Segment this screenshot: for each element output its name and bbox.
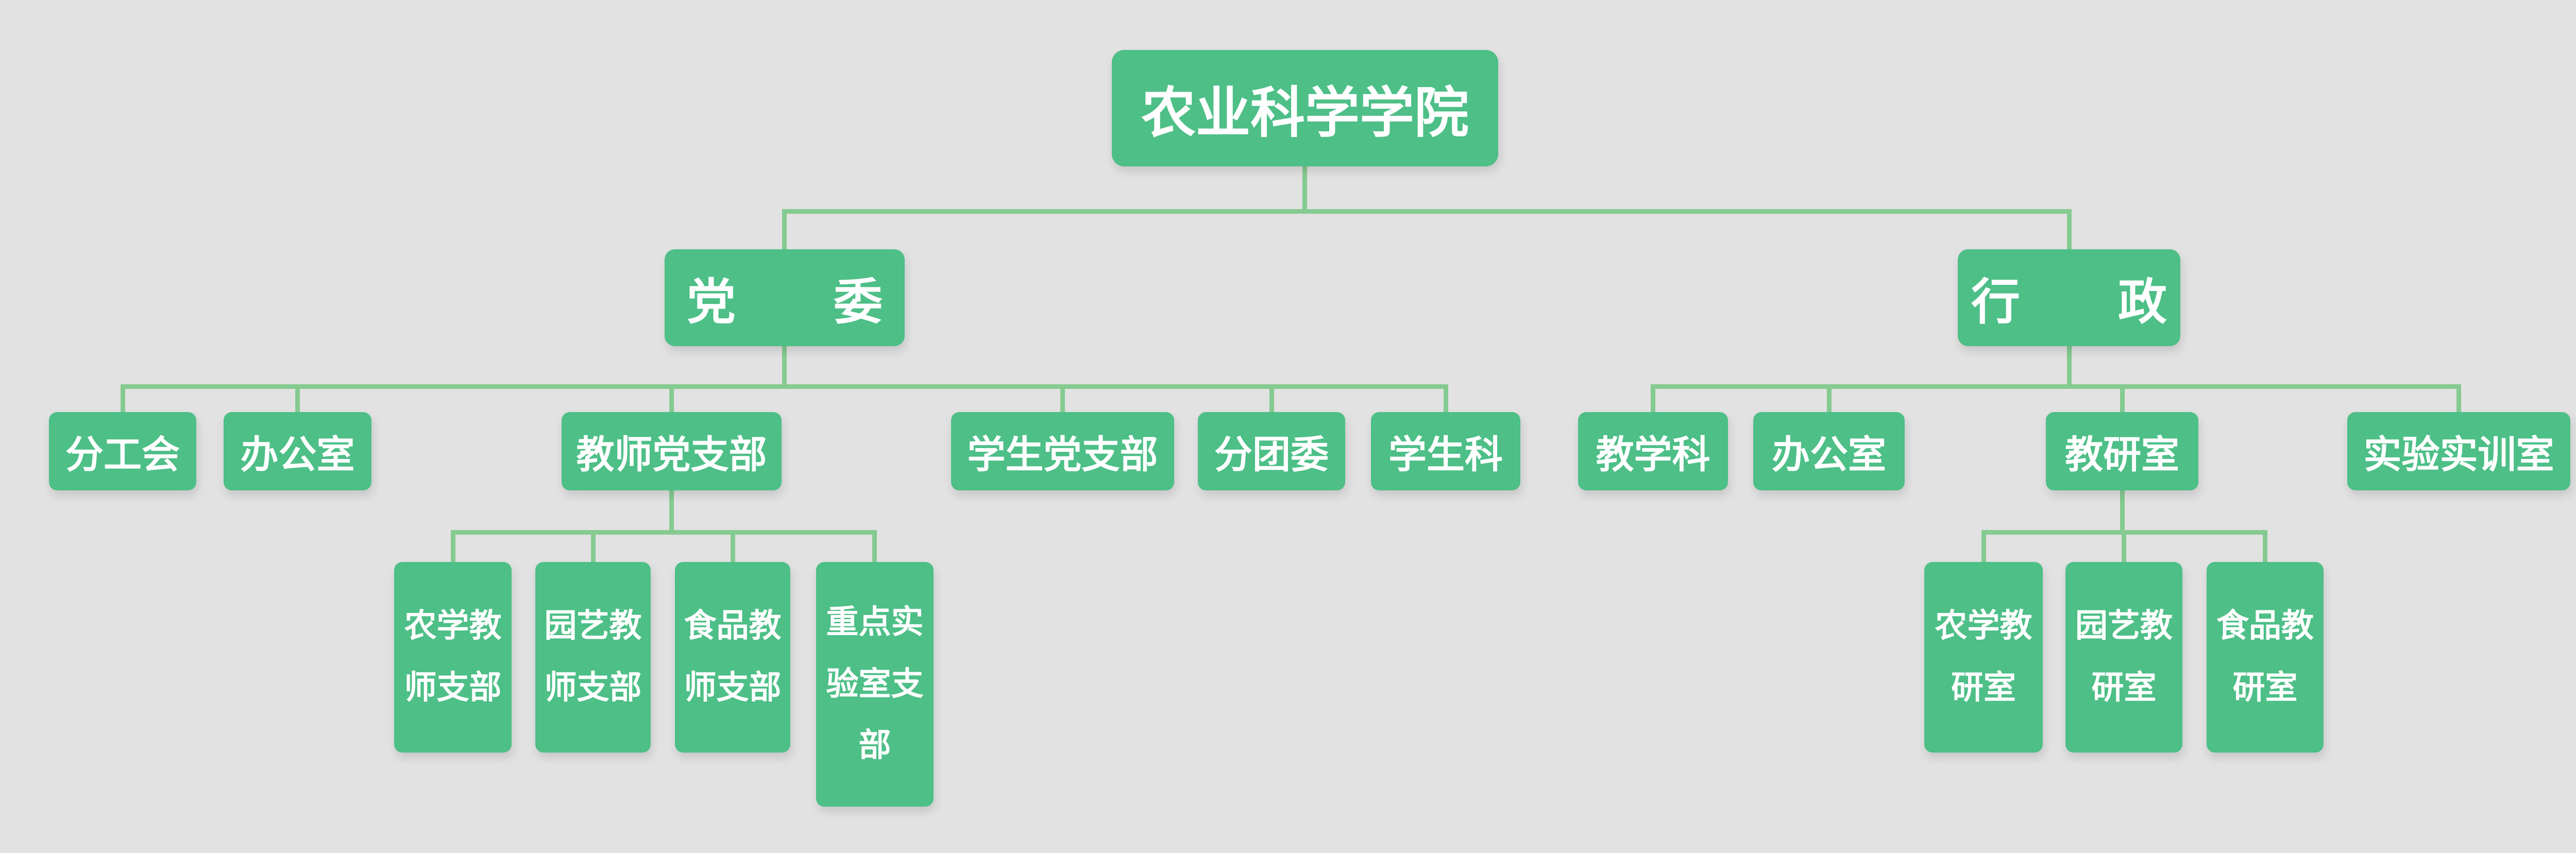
edge-admin-bus — [1651, 384, 2461, 389]
edge-party-stem — [782, 346, 787, 386]
node-key-lab-branch: 重点实验室支部 — [816, 562, 934, 807]
node-food-research-room: 食品教研室 — [2207, 562, 2324, 753]
edge-drop-student-br — [1060, 384, 1065, 412]
node-youth-league: 分团委 — [1198, 412, 1345, 490]
edge-drop-office-l — [295, 384, 300, 412]
edge-drop-lab-train — [2456, 384, 2461, 412]
edge-drop-teacher-br — [669, 384, 674, 412]
edge-teacher-br-bus — [451, 530, 877, 535]
edge-party-bus — [121, 384, 1448, 389]
edge-root-stem — [1302, 166, 1307, 211]
node-party-office: 办公室 — [224, 412, 371, 490]
edge-drop-food-room — [2263, 530, 2267, 562]
edge-drop-league — [1269, 384, 1274, 412]
node-horticulture-teacher-branch: 园艺教师支部 — [535, 562, 651, 753]
edge-admin-stem — [2067, 346, 2072, 386]
edge-level1-bus — [782, 209, 2072, 214]
node-student-affairs: 学生科 — [1371, 412, 1520, 490]
node-teacher-party-branch: 教师党支部 — [562, 412, 782, 490]
edge-party-drop — [782, 209, 787, 249]
edge-admin-drop — [2067, 209, 2072, 249]
edge-teacher-br-stem — [669, 490, 674, 532]
node-party-committee: 党 委 — [665, 249, 905, 346]
node-college-root: 农业科学学院 — [1112, 50, 1498, 166]
node-administration: 行 政 — [1958, 249, 2180, 346]
edge-drop-horti-br — [591, 530, 596, 562]
edge-drop-res-office — [2120, 384, 2125, 412]
node-lab-training-room: 实验实训室 — [2347, 412, 2570, 490]
edge-drop-keylab-br — [872, 530, 877, 562]
edge-drop-office-r — [1827, 384, 1832, 412]
node-student-party-branch: 学生党支部 — [951, 412, 1174, 490]
edge-drop-agro-room — [1981, 530, 1986, 562]
edge-drop-stud-sec — [1444, 384, 1448, 412]
node-admin-office: 办公室 — [1753, 412, 1905, 490]
node-agronomy-teacher-branch: 农学教师支部 — [394, 562, 512, 753]
edge-drop-union — [121, 384, 125, 412]
edge-res-office-stem — [2120, 490, 2125, 532]
edge-drop-agro-br — [451, 530, 455, 562]
edge-drop-food-br — [731, 530, 735, 562]
node-teaching-section: 教学科 — [1578, 412, 1728, 490]
node-teaching-research-office: 教研室 — [2046, 412, 2198, 490]
edge-drop-teach-sec — [1651, 384, 1655, 412]
node-food-teacher-branch: 食品教师支部 — [675, 562, 790, 753]
edge-drop-horti-room — [2122, 530, 2126, 562]
node-branch-union: 分工会 — [49, 412, 196, 490]
node-agronomy-research-room: 农学教研室 — [1924, 562, 2043, 753]
node-horticulture-research-room: 园艺教研室 — [2065, 562, 2182, 753]
